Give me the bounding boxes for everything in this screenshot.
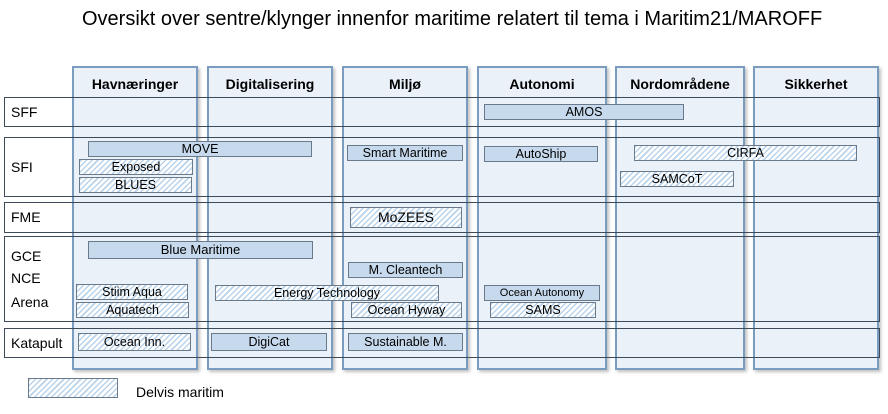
column-sikkerhet <box>753 66 879 370</box>
bar-samcot: SAMCoT <box>620 171 734 187</box>
bar-blues: BLUES <box>79 177 192 193</box>
bar-amos: AMOS <box>484 104 684 120</box>
bar-ocean-autonomy: Ocean Autonomy <box>484 285 600 301</box>
bar-blue-maritime: Blue Maritime <box>88 241 313 259</box>
column-header-miljo: Miljø <box>389 76 421 92</box>
column-header-havnaeringer: Havnæringer <box>91 76 179 92</box>
bar-exposed: Exposed <box>79 159 193 175</box>
bar-sams: SAMS <box>490 302 596 318</box>
row-label-katapult: Katapult <box>11 335 63 351</box>
column-header-digitalisering: Digitalisering <box>225 76 315 92</box>
bar-digicat: DigiCat <box>211 333 327 351</box>
column-header-sikkerhet: Sikkerhet <box>784 76 848 92</box>
bar-m-cleantech: M. Cleantech <box>348 262 463 278</box>
bar-mozees: MoZEES <box>350 207 462 228</box>
row-label-gce: GCE <box>11 248 42 264</box>
diagram-title: Oversikt over sentre/klynger innenfor ma… <box>82 8 823 30</box>
column-digitalisering <box>207 66 333 370</box>
row-label-nce: NCE <box>11 270 41 286</box>
bar-ocean-inn: Ocean Inn. <box>78 333 191 351</box>
row-label-sff: SFF <box>11 104 38 120</box>
legend-swatch-partial-maritime <box>28 378 118 398</box>
row-label-sfi: SFI <box>11 159 33 175</box>
row-band-katapult <box>4 328 880 358</box>
row-band-clusters <box>4 236 880 322</box>
bar-autoship: AutoShip <box>484 146 598 162</box>
column-havnaeringer <box>72 66 198 370</box>
column-header-autonomi: Autonomi <box>509 76 575 92</box>
row-label-fme: FME <box>11 209 41 225</box>
bar-cirfa: CIRFA <box>634 145 857 161</box>
row-band-sfi <box>4 137 880 197</box>
legend-label: Delvis maritim <box>136 384 224 400</box>
row-label-arena: Arena <box>11 294 49 310</box>
bar-smart-maritime: Smart Maritime <box>347 145 463 161</box>
bar-energy-technology: Energy Technology <box>215 285 439 301</box>
row-band-sff <box>4 97 880 127</box>
row-band-fme <box>4 202 880 233</box>
bar-sustainable-m: Sustainable M. <box>348 333 463 351</box>
bar-stiim-aqua: Stiim Aqua <box>76 284 188 300</box>
bar-ocean-hyway: Ocean Hyway <box>351 302 462 318</box>
bar-aquatech: Aquatech <box>76 302 189 318</box>
column-header-nordomradene: Nordområdene <box>630 76 730 92</box>
bar-move: MOVE <box>88 141 312 157</box>
